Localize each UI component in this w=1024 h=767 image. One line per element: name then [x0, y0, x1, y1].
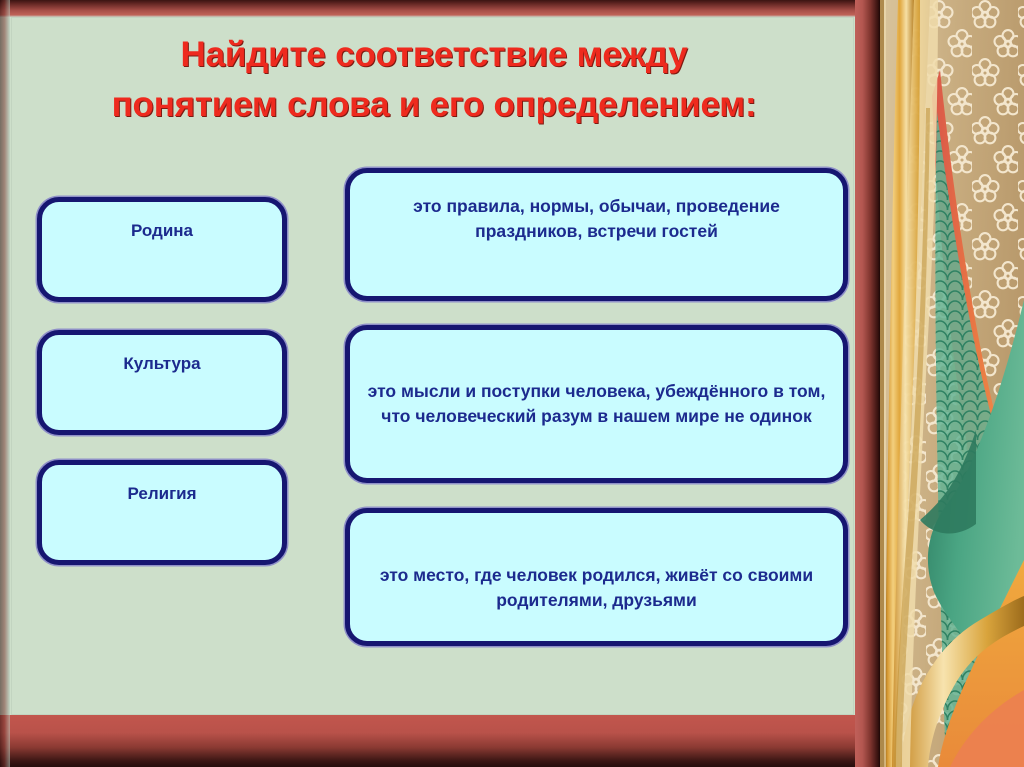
- title-line-2: понятием слова и его определением:: [111, 84, 757, 124]
- ornament-gold-swoosh: [900, 596, 1024, 767]
- ornament-gold-ribbon-outer: [884, 0, 914, 767]
- definition-box-2[interactable]: это мысли и поступки человека, убеждённо…: [345, 325, 848, 483]
- term-box-rodina[interactable]: Родина: [37, 197, 287, 302]
- definition-text: это правила, нормы, обычаи, проведение п…: [413, 195, 780, 241]
- slide-title: Найдите соответствие между понятием слов…: [24, 30, 844, 129]
- frame-right-band: [855, 0, 880, 767]
- definition-box-3[interactable]: это место, где человек родился, живёт со…: [345, 508, 848, 646]
- definition-text: это место, где человек родился, живёт со…: [379, 565, 814, 610]
- frame-left-band: [0, 0, 10, 767]
- term-box-kultura[interactable]: Культура: [37, 330, 287, 435]
- title-line-1: Найдите соответствие между: [180, 35, 688, 74]
- decorative-border-panel: [880, 0, 1024, 767]
- definition-text: это мысли и поступки человека, убеждённо…: [367, 381, 826, 426]
- term-label: Родина: [130, 221, 194, 240]
- term-label: Культура: [123, 354, 201, 373]
- ornament-artwork: [880, 0, 1024, 767]
- frame-top-band: [0, 0, 880, 17]
- term-box-religiya[interactable]: Религия: [37, 460, 287, 565]
- frame-bottom-band: [0, 715, 880, 767]
- definition-box-1[interactable]: это правила, нормы, обычаи, проведение п…: [345, 168, 848, 301]
- term-label: Религия: [127, 484, 197, 503]
